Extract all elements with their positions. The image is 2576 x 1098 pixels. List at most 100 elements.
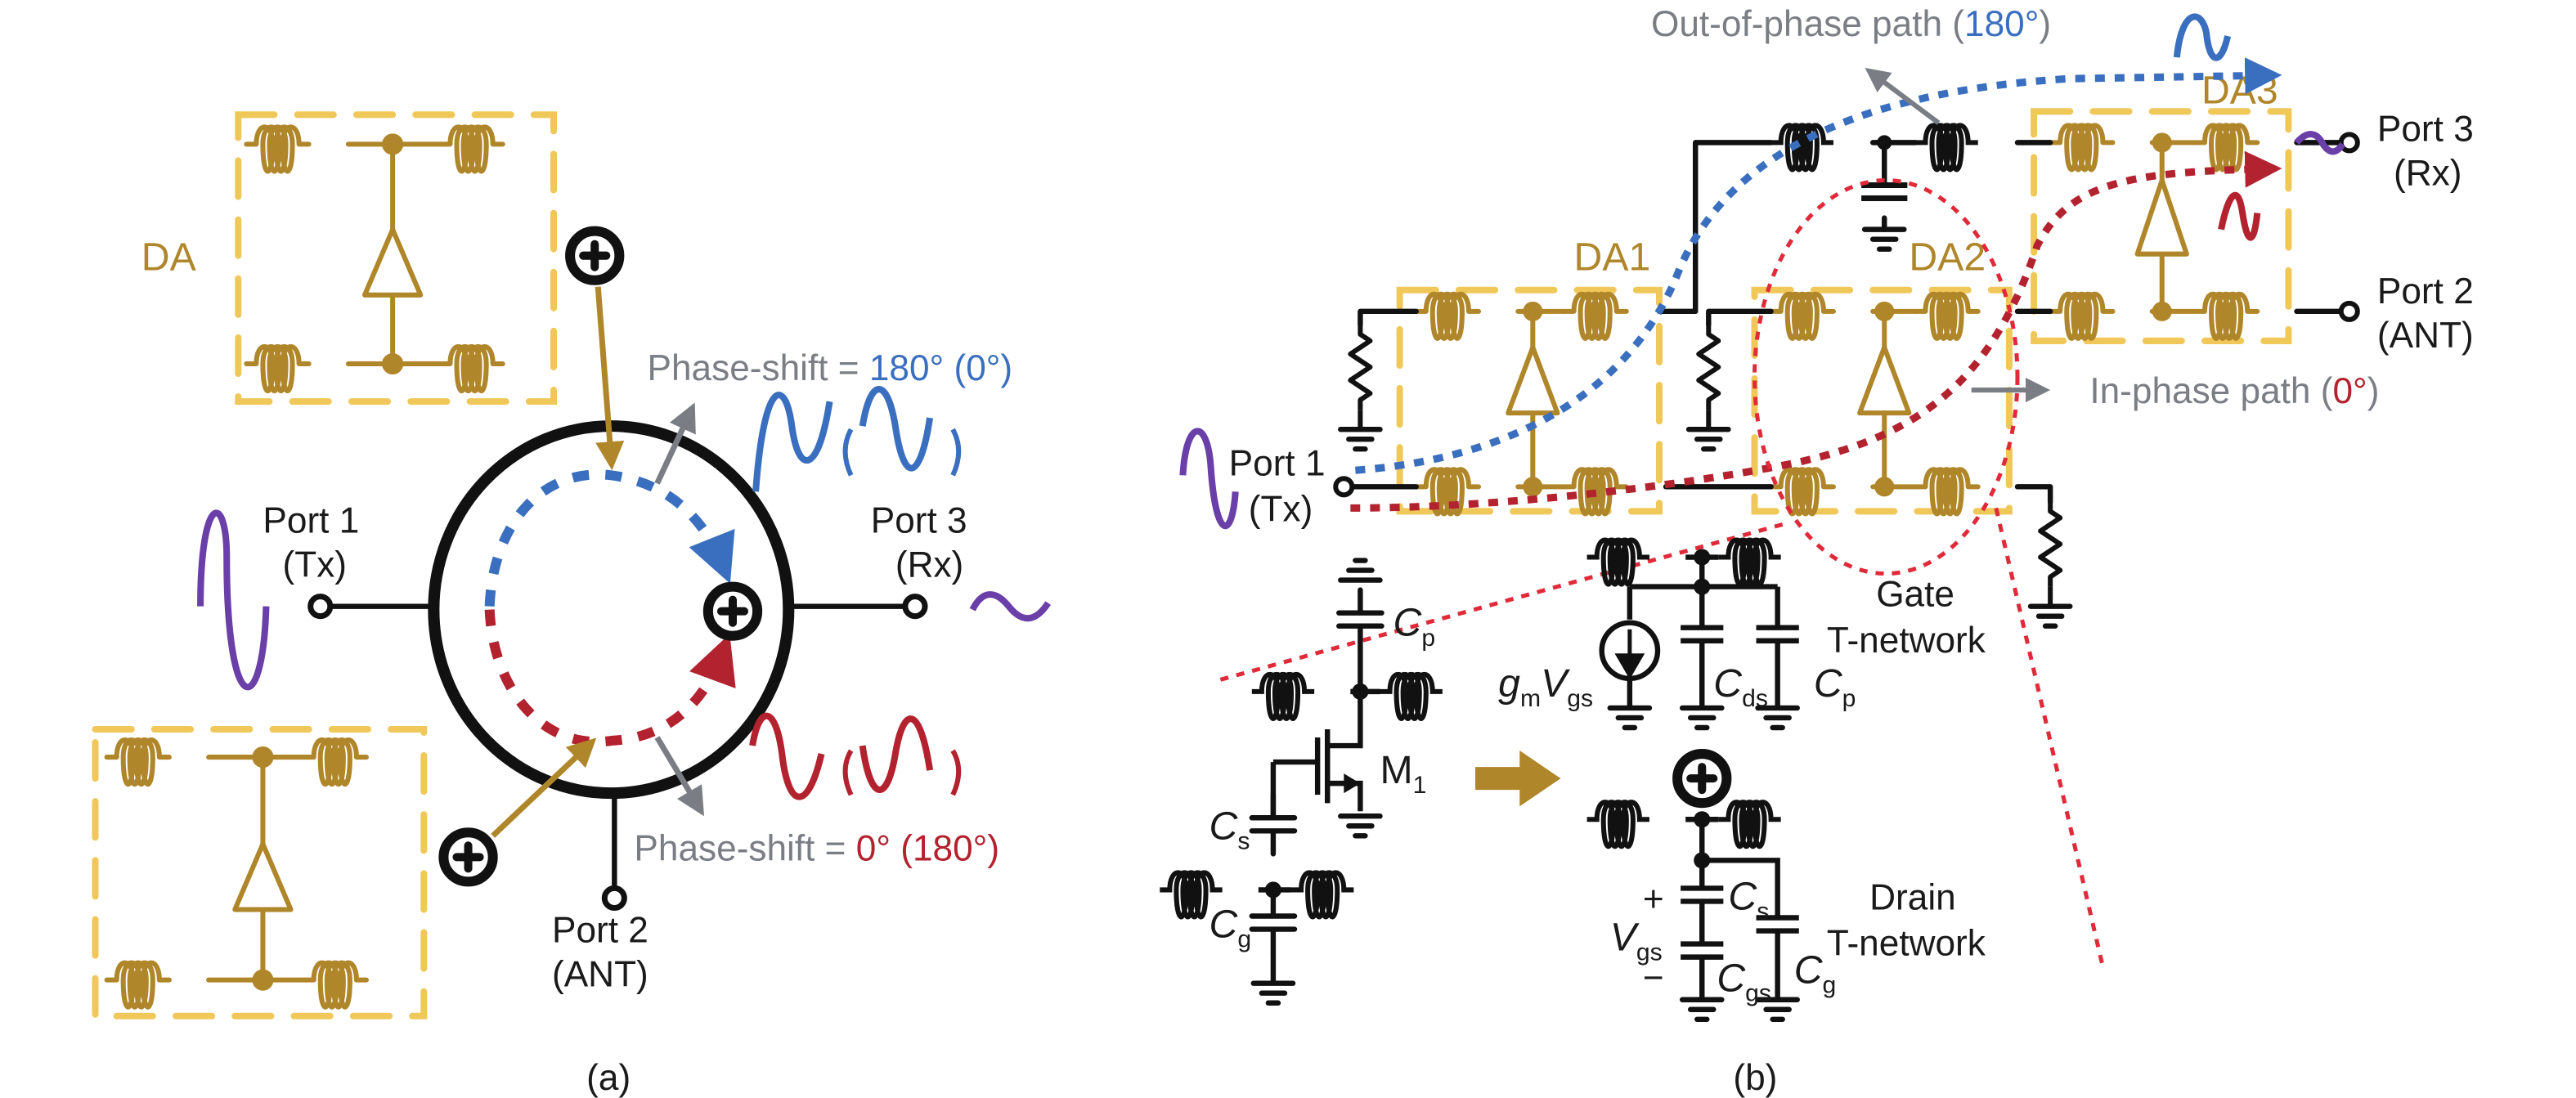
inductor-icon bbox=[440, 127, 502, 171]
symbol-sub: p bbox=[1421, 625, 1435, 652]
drain-subtitle: T-network bbox=[1827, 924, 1986, 964]
transform-arrow-icon bbox=[1475, 751, 1561, 807]
amplifier-icon bbox=[2134, 177, 2189, 257]
cds-label: Cds bbox=[1713, 661, 1768, 712]
panel-a-caption: (a) bbox=[586, 1058, 631, 1098]
ground-icon bbox=[1689, 429, 1728, 449]
da3-dashed-box bbox=[2031, 108, 2292, 344]
ground-icon bbox=[1340, 429, 1380, 449]
symbol-base: C bbox=[1814, 661, 1843, 706]
inductor-icon bbox=[304, 963, 366, 1007]
blue-path-arrow bbox=[484, 469, 735, 607]
inductor-icon bbox=[246, 347, 308, 391]
inductor-icon bbox=[1564, 294, 1627, 338]
port2-label: Port 2 bbox=[2377, 271, 2474, 311]
inductor-icon bbox=[1771, 294, 1833, 338]
combiner-plus-icon bbox=[708, 587, 757, 636]
paren-icon bbox=[842, 749, 962, 796]
capacitor-icon bbox=[1252, 795, 1295, 854]
port3-role: (Rx) bbox=[895, 545, 963, 585]
red-path-arrow bbox=[484, 609, 736, 747]
amplifier-icon bbox=[1506, 344, 1560, 416]
da1-block bbox=[1416, 294, 1627, 514]
paren-icon bbox=[842, 428, 962, 477]
zoom-line-left bbox=[1218, 522, 1784, 683]
in-phase-path bbox=[1350, 150, 2282, 512]
symbol-sub: s bbox=[1757, 899, 1769, 925]
symbol-sub: 1 bbox=[1413, 772, 1427, 799]
injection-arrow-top bbox=[595, 286, 625, 471]
combiner-plus-icon bbox=[570, 231, 619, 280]
inductor-icon bbox=[2195, 294, 2257, 338]
resistor-icon bbox=[1350, 325, 1370, 410]
symbol-base: C bbox=[1393, 601, 1423, 645]
port2-terminal[interactable] bbox=[601, 885, 627, 911]
label-prefix: Out-of-phase path ( bbox=[1651, 4, 1964, 44]
label-prefix: In-phase path ( bbox=[2089, 371, 2332, 411]
vgs-plus: + bbox=[1643, 880, 1664, 920]
red-wave-icon bbox=[2218, 191, 2261, 241]
da-block-bottom bbox=[92, 725, 428, 1020]
in-phase-label: In-phase path (0°) bbox=[2089, 371, 2379, 411]
symbol-base: g bbox=[1498, 661, 1520, 706]
phase-shift-bottom-label: Phase-shift = 0° (180°) bbox=[634, 828, 999, 868]
phase-arrow-bottom bbox=[654, 736, 704, 817]
inductor-icon bbox=[1380, 674, 1443, 719]
panel-b-caption: (b) bbox=[1733, 1058, 1777, 1098]
da-dashed-box bbox=[235, 111, 558, 406]
inductor-icon bbox=[1915, 469, 1977, 513]
symbol-base: C bbox=[1717, 957, 1746, 1001]
inductor-icon bbox=[1416, 294, 1479, 338]
symbol-base: V bbox=[1610, 916, 1640, 960]
symbol-sub: gs bbox=[1745, 980, 1771, 1007]
inductor-icon bbox=[1718, 540, 1780, 584]
port3-terminal[interactable] bbox=[902, 594, 928, 620]
inductor-icon bbox=[2195, 125, 2257, 169]
port1-terminal[interactable] bbox=[307, 594, 334, 620]
tx-signal-wave-icon bbox=[197, 509, 270, 691]
inductor-icon bbox=[1771, 125, 1833, 169]
symbol-sub: g bbox=[1237, 926, 1251, 953]
ground-icon bbox=[1682, 708, 1721, 728]
inductor-icon bbox=[1291, 872, 1353, 916]
da-block-top: DA bbox=[141, 111, 558, 406]
da3-block bbox=[2050, 125, 2257, 338]
rx-leak-wave-icon bbox=[969, 591, 1052, 622]
gate-t-network: Cds Cp Gate T-network bbox=[1587, 540, 1986, 728]
gate-title: Gate bbox=[1876, 575, 1954, 615]
ground-icon bbox=[1340, 561, 1380, 580]
phase-arrow-top bbox=[654, 402, 696, 485]
symbol-sub: ds bbox=[1742, 685, 1768, 712]
amplifier-icon bbox=[1857, 344, 1912, 416]
drain-title: Drain bbox=[1869, 878, 1956, 918]
symbol-sub: gs bbox=[1567, 685, 1593, 712]
port2-terminal[interactable] bbox=[2338, 300, 2360, 322]
injection-arrow-bottom bbox=[491, 737, 597, 838]
port3-terminal[interactable] bbox=[2338, 132, 2360, 154]
blue-wave-icon bbox=[752, 386, 934, 492]
port2-role: (ANT) bbox=[2377, 316, 2474, 356]
inductor-icon bbox=[107, 740, 169, 784]
blue-wave-icon bbox=[2173, 13, 2232, 61]
label-suffix: ) bbox=[2039, 4, 2051, 44]
symbol-sub: p bbox=[1842, 685, 1856, 712]
port2-role: (ANT) bbox=[552, 955, 648, 995]
symbol-base: C bbox=[1728, 875, 1757, 919]
phase-shift-value: 0° (180°) bbox=[856, 828, 999, 868]
da-dashed-box bbox=[92, 725, 428, 1020]
tx-signal-wave-icon bbox=[1179, 428, 1239, 530]
resistor-icon bbox=[2040, 501, 2060, 586]
port1-terminal[interactable] bbox=[1333, 476, 1355, 498]
panel-a: DA Port 1 (Tx) Port 3 bbox=[92, 111, 1052, 1098]
port1-label: Port 1 bbox=[1229, 443, 1326, 483]
ground-icon bbox=[1610, 708, 1649, 728]
cp2-label: Cp bbox=[1814, 661, 1856, 712]
out-of-phase-label: Out-of-phase path (180°) bbox=[1651, 4, 2051, 44]
label-value: 180° bbox=[1964, 4, 2039, 44]
out-of-phase-pointer bbox=[1865, 67, 1941, 125]
cg-label: Cg bbox=[1209, 903, 1252, 953]
label-value: 0° bbox=[2332, 371, 2367, 411]
symbol-sub: s bbox=[1237, 827, 1250, 854]
inductor-icon bbox=[1587, 540, 1649, 584]
port3-role: (Rx) bbox=[2394, 154, 2462, 194]
